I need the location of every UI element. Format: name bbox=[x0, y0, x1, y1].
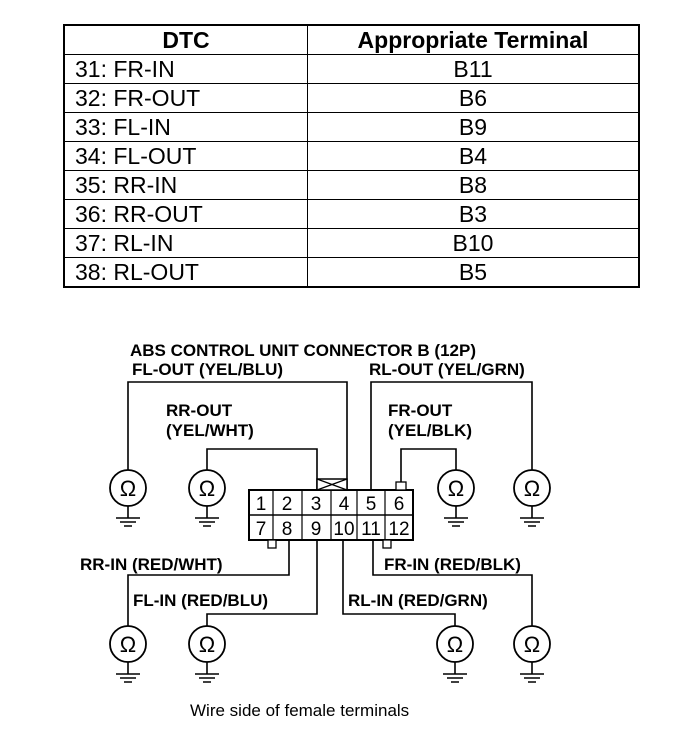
ohm-symbol: Ω bbox=[120, 476, 136, 501]
wires bbox=[127, 381, 533, 626]
terminal-column-header: Appropriate Terminal bbox=[307, 24, 640, 55]
pin-4: 4 bbox=[339, 494, 350, 515]
connector-title: ABS CONTROL UNIT CONNECTOR B (12P) bbox=[130, 341, 476, 360]
table-row: 36: RR-OUT B3 bbox=[63, 199, 640, 229]
terminal-cell: B10 bbox=[307, 228, 640, 258]
ohmmeter-fl-in: Ω bbox=[188, 625, 226, 683]
key-bottom-left bbox=[267, 539, 277, 549]
ground-icon bbox=[116, 506, 140, 527]
rr-out-color-label: (YEL/WHT) bbox=[166, 421, 254, 440]
ohm-symbol: Ω bbox=[524, 476, 540, 501]
fl-out-label: FL-OUT (YEL/BLU) bbox=[132, 360, 283, 379]
rr-in-label: RR-IN (RED/WHT) bbox=[80, 555, 223, 574]
pin-2: 2 bbox=[282, 494, 293, 515]
connector-b-12p: 1 2 3 4 5 6 7 8 9 10 11 12 bbox=[248, 478, 414, 549]
lock-tab-mark bbox=[316, 478, 348, 491]
pin-7: 7 bbox=[256, 519, 267, 540]
dtc-cell: 34: FL-OUT bbox=[63, 141, 308, 171]
ohm-symbol: Ω bbox=[524, 632, 540, 657]
dtc-cell: 37: RL-IN bbox=[63, 228, 308, 258]
ohm-symbol: Ω bbox=[199, 476, 215, 501]
dtc-cell: 32: FR-OUT bbox=[63, 83, 308, 113]
dtc-cell: 33: FL-IN bbox=[63, 112, 308, 142]
ohmmeter-rr-in: Ω bbox=[109, 625, 147, 683]
fl-in-wire bbox=[206, 540, 318, 626]
ground-icon bbox=[520, 662, 544, 683]
fl-in-label: FL-IN (RED/BLU) bbox=[133, 591, 268, 610]
ground-icon bbox=[116, 662, 140, 683]
fr-out-wire bbox=[400, 448, 457, 490]
ground-icon bbox=[195, 506, 219, 527]
pin-1: 1 bbox=[256, 494, 267, 515]
ohmmeter-fl-out: Ω bbox=[109, 469, 147, 527]
pin-10: 10 bbox=[333, 519, 354, 540]
ground-icon bbox=[443, 662, 467, 683]
table-row: 35: RR-IN B8 bbox=[63, 170, 640, 200]
rr-out-wire bbox=[206, 448, 318, 490]
table-row: 33: FL-IN B9 bbox=[63, 112, 640, 142]
rl-out-label: RL-OUT (YEL/GRN) bbox=[369, 360, 525, 379]
rl-in-label: RL-IN (RED/GRN) bbox=[348, 591, 488, 610]
ohmmeter-fr-out: Ω bbox=[437, 469, 475, 527]
ohmmeter-fr-in: Ω bbox=[513, 625, 551, 683]
pin-6: 6 bbox=[394, 494, 405, 515]
ohmmeter-rl-in: Ω bbox=[436, 625, 474, 683]
table-row: 38: RL-OUT B5 bbox=[63, 257, 640, 288]
fr-out-label: FR-OUT bbox=[388, 401, 453, 420]
ohmmeter-rr-out: Ω bbox=[188, 469, 226, 527]
fr-in-wire bbox=[372, 540, 533, 626]
pin-11: 11 bbox=[361, 519, 381, 540]
ohm-symbol: Ω bbox=[199, 632, 215, 657]
pin-cells bbox=[272, 490, 386, 540]
ohm-symbol: Ω bbox=[448, 476, 464, 501]
diagram-caption: Wire side of female terminals bbox=[190, 701, 409, 720]
pin-12: 12 bbox=[388, 519, 409, 540]
dtc-cell: 31: FR-IN bbox=[63, 54, 308, 84]
fr-in-label: FR-IN (RED/BLK) bbox=[384, 555, 521, 574]
key-bottom-right bbox=[382, 539, 392, 549]
pin-8: 8 bbox=[282, 519, 293, 540]
ground-icon bbox=[195, 662, 219, 683]
key-top-right bbox=[395, 481, 407, 491]
rr-out-label: RR-OUT bbox=[166, 401, 233, 420]
ohmmeter-rl-out: Ω bbox=[513, 469, 551, 527]
pin-5: 5 bbox=[366, 494, 377, 515]
fr-out-color-label: (YEL/BLK) bbox=[388, 421, 472, 440]
terminal-cell: B5 bbox=[307, 257, 640, 288]
ohm-symbol: Ω bbox=[447, 632, 463, 657]
table-header-row: DTC Appropriate Terminal bbox=[63, 24, 640, 55]
terminal-cell: B11 bbox=[307, 54, 640, 84]
dtc-cell: 35: RR-IN bbox=[63, 170, 308, 200]
fl-out-wire bbox=[127, 381, 348, 490]
rl-out-wire bbox=[370, 381, 533, 490]
ground-icon bbox=[444, 506, 468, 527]
pin-9: 9 bbox=[311, 519, 322, 540]
dtc-terminal-table: DTC Appropriate Terminal 31: FR-IN B11 3… bbox=[63, 24, 640, 288]
ohm-symbol: Ω bbox=[120, 632, 136, 657]
rr-in-wire bbox=[127, 540, 290, 626]
dtc-cell: 36: RR-OUT bbox=[63, 199, 308, 229]
table-row: 37: RL-IN B10 bbox=[63, 228, 640, 258]
pin-3: 3 bbox=[311, 494, 322, 515]
ground-icon bbox=[520, 506, 544, 527]
rl-in-wire bbox=[342, 540, 456, 626]
table-row: 31: FR-IN B11 bbox=[63, 54, 640, 84]
